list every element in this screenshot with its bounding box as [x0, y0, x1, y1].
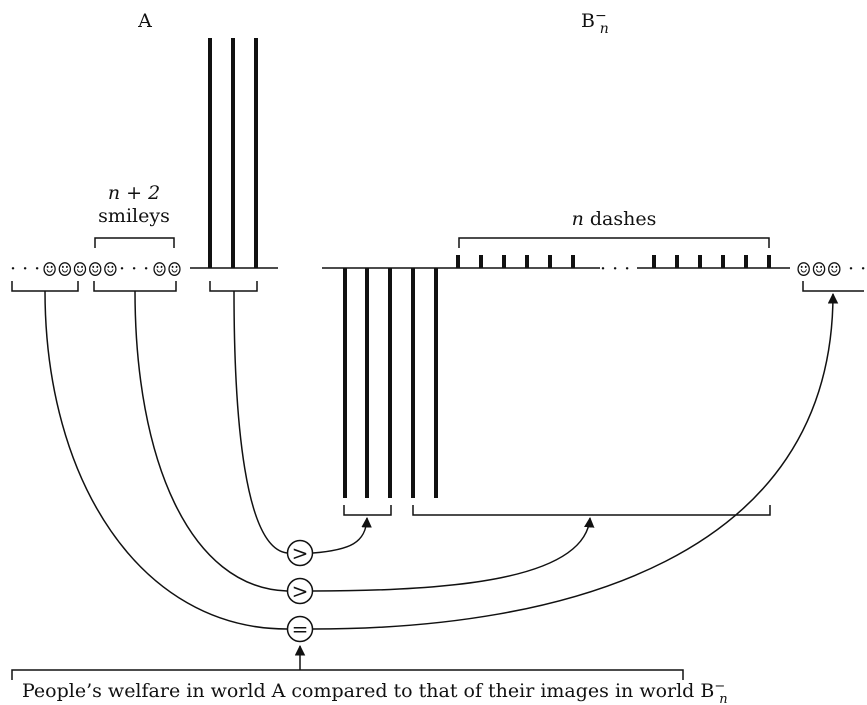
a-bracket-left-smileys: [11, 281, 79, 292]
curve-compare-1-to-deep-bars: [312, 516, 372, 554]
smileys-count-label: n + 2: [108, 182, 160, 204]
curve-smileys-to-compare-2: [134, 290, 288, 592]
a-smileys-left: ☺☺☺☺☺: [42, 259, 118, 281]
b-bracket-deep-bars-left: [343, 505, 392, 516]
a-bracket-tall-bars: [209, 281, 258, 292]
comparison-symbol: >: [292, 541, 309, 565]
b-dots-end: · ·: [848, 258, 866, 280]
smileys-brace: [94, 237, 175, 248]
curve-left-smileys-to-compare-3: [44, 290, 288, 630]
dashes-word: dashes: [584, 208, 657, 230]
b-deep-bars: [343, 268, 438, 498]
world-b-label: B−n: [581, 8, 609, 37]
b-dashes: [456, 255, 771, 268]
b-dots-between-dashes: · · ·: [600, 258, 630, 280]
a-dots-left: · · ·: [10, 258, 40, 280]
caption-brace: [11, 669, 684, 680]
a-smileys-right: ☺☺: [152, 259, 182, 281]
world-a-label: A: [137, 10, 152, 32]
curve-compare-3-to-end-smileys: [312, 292, 839, 630]
b-bracket-deep-bars-right: [412, 505, 771, 516]
dashes-brace: [458, 237, 770, 248]
connector-curves: [44, 290, 839, 630]
caption-sup: −: [714, 679, 725, 694]
comparison-circle: [286, 539, 314, 567]
b-bracket-end-smileys: [802, 281, 864, 292]
curve-compare-2-to-dashes: [312, 516, 595, 592]
comparison-circle: [286, 577, 314, 605]
a-bracket-right-smileys: [93, 281, 177, 292]
world-b-base: B: [581, 10, 595, 32]
smileys-word-label: smileys: [98, 205, 170, 227]
comparison-1: >: [286, 539, 314, 567]
b-smileys-end: ☺☺☺: [796, 259, 842, 281]
a-tall-bars: [208, 38, 258, 268]
world-b-sub: n: [600, 21, 609, 37]
caption: People’s welfare in world A compared to …: [22, 679, 728, 705]
b-brackets: [343, 281, 864, 516]
comparison-symbol: >: [292, 579, 309, 603]
a-brackets: [11, 281, 258, 292]
caption-main: People’s welfare in world A compared to …: [22, 680, 714, 702]
comparison-circle: [286, 615, 314, 643]
caption-sub: n: [719, 692, 727, 705]
dashes-label: n dashes: [572, 208, 657, 230]
comparison-3: =: [286, 615, 314, 643]
world-b-sup: −: [595, 8, 607, 24]
a-dots-middle: · · ·: [119, 258, 149, 280]
dashes-n: n: [572, 208, 584, 230]
curve-bars-to-compare-1: [233, 290, 288, 554]
comparison-2: >: [286, 577, 314, 605]
comparison-symbol: =: [292, 617, 309, 641]
